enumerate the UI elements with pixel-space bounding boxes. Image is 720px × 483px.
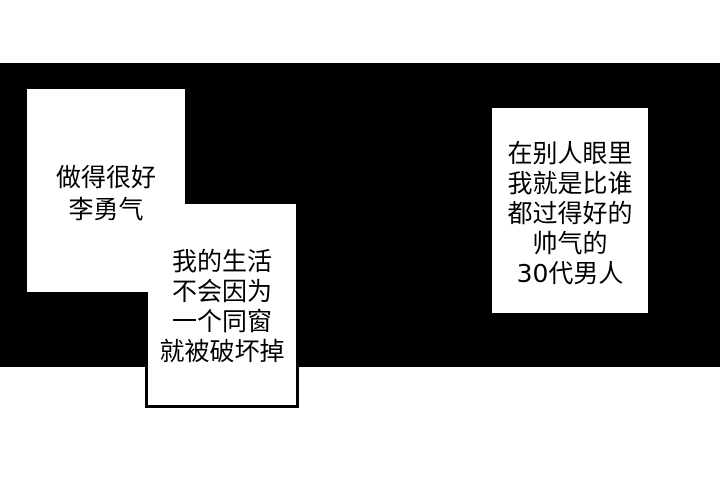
bubble-text-line: 李勇气: [68, 195, 144, 224]
bubble-text-line: 我的生活: [171, 247, 272, 276]
bubble-text-line: 在别人眼里: [507, 139, 633, 168]
bubble-text-line: 做得很好: [55, 163, 156, 192]
speech-bubble-1-text: 做得很好 李勇气: [27, 162, 185, 226]
bubble-text-line: 帅气的: [532, 229, 608, 258]
bubble-text-line: 就被破坏掉: [159, 337, 285, 366]
speech-bubble-3: 在别人眼里 我就是比谁 都过得好的 帅气的 30代男人: [492, 108, 648, 313]
bubble-text-line: 都过得好的: [507, 199, 633, 228]
speech-bubble-3-text: 在别人眼里 我就是比谁 都过得好的 帅气的 30代男人: [492, 139, 648, 289]
bubble-text-line: 我就是比谁: [507, 169, 633, 198]
bubble-text-line: 不会因为: [171, 277, 272, 306]
bubble-text-line: 30代男人: [516, 259, 624, 288]
speech-bubble-2-text: 我的生活 不会因为 一个同窗 就被破坏掉: [148, 247, 296, 367]
speech-bubble-1: 做得很好 李勇气: [27, 89, 185, 292]
bubble-text-line: 一个同窗: [171, 307, 272, 336]
